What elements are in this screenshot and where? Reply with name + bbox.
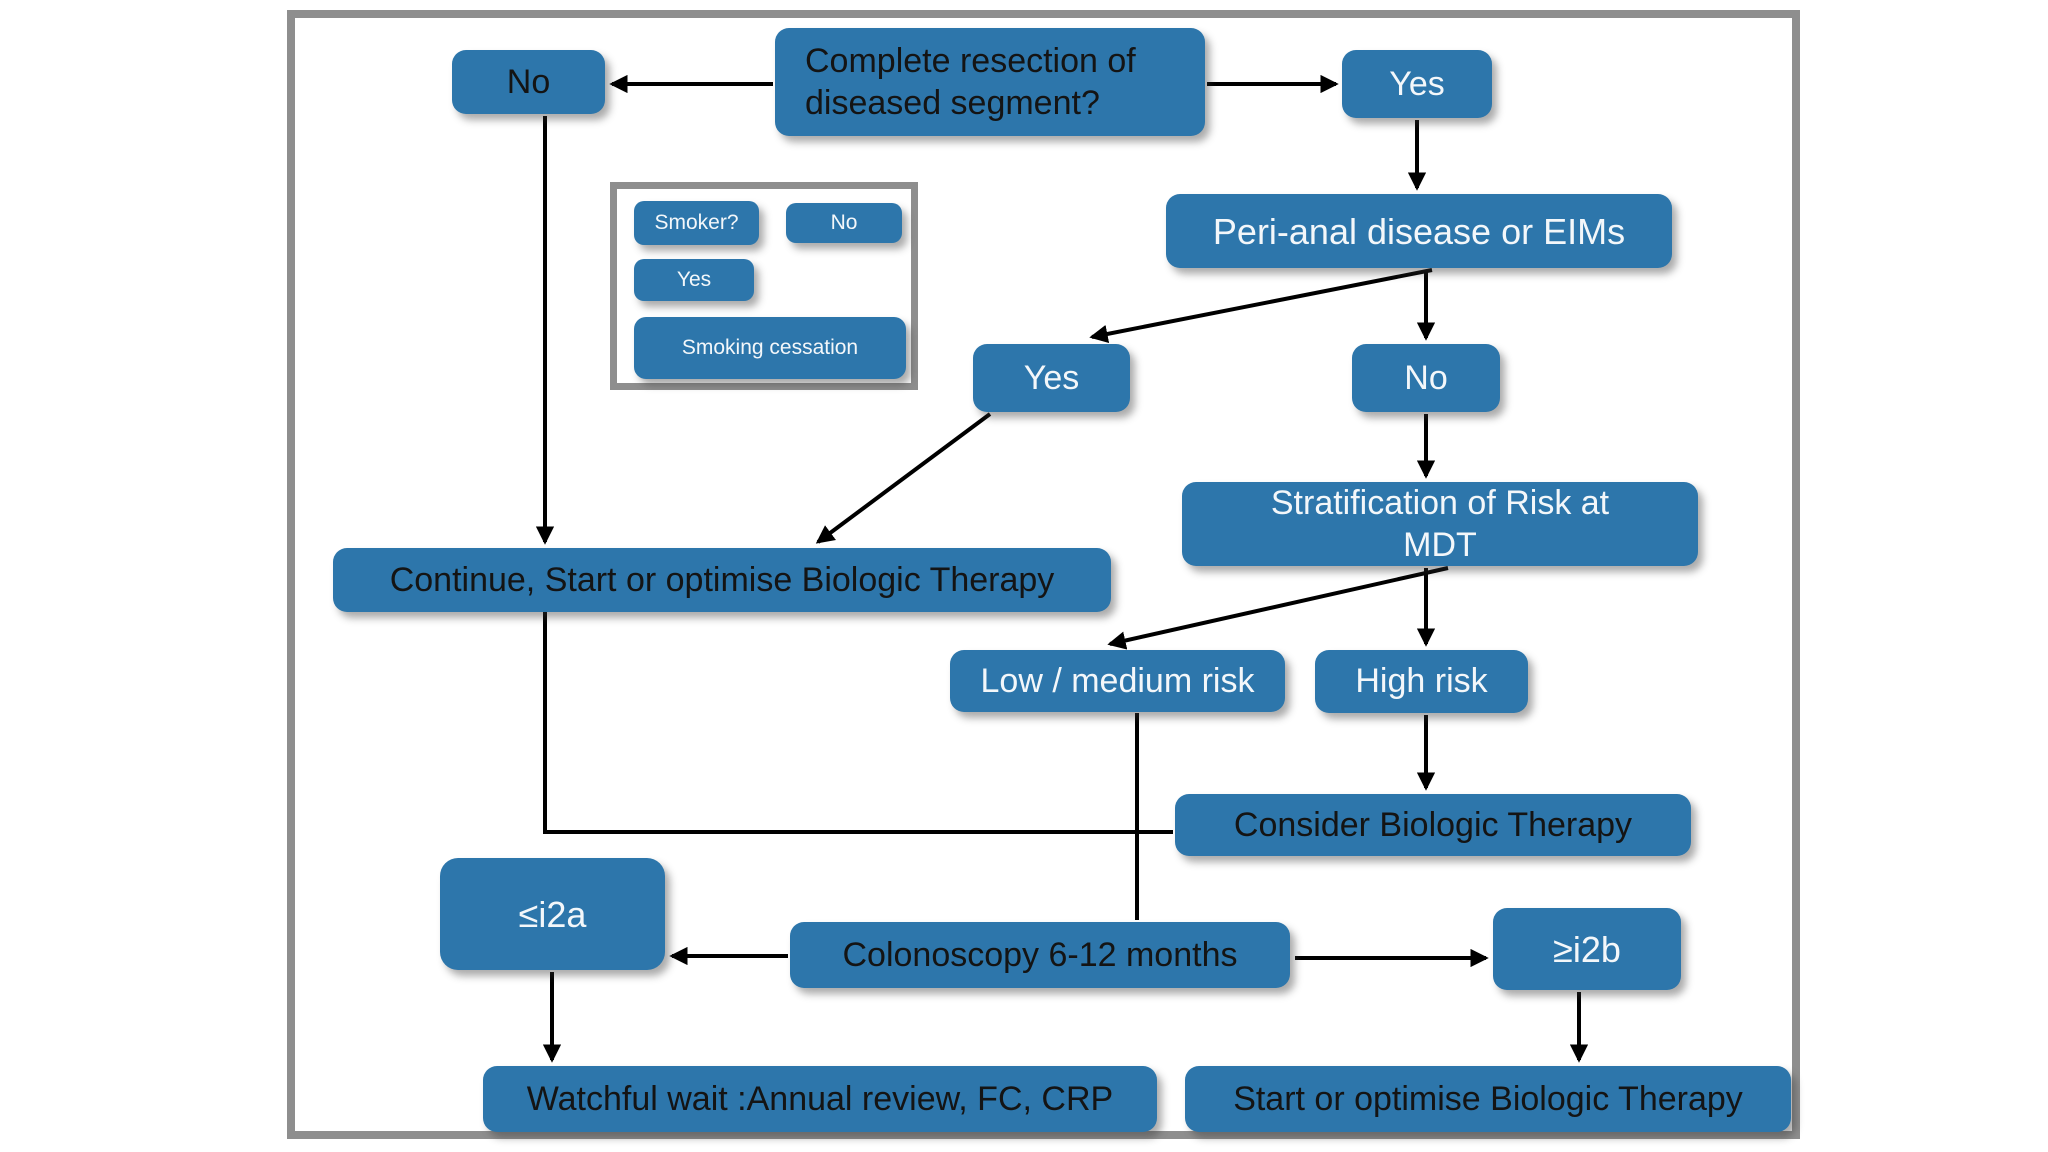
node-smoker: Smoker? (634, 201, 759, 245)
node-no-top: No (452, 50, 605, 114)
node-smoker-yes: Yes (634, 259, 754, 301)
node-smoking-cessation: Smoking cessation (634, 317, 906, 379)
node-start-optimise: Start or optimise Biologic Therapy (1185, 1066, 1791, 1132)
node-continue-start-optimise: Continue, Start or optimise Biologic The… (333, 548, 1111, 612)
node-complete-resection: Complete resection of diseased segment? (775, 28, 1205, 136)
arrow-yesmid-to-continue (815, 412, 992, 544)
arrow-perianal-to-yesmid (1089, 268, 1433, 344)
node-high-risk: High risk (1315, 650, 1528, 713)
node-yes-mid: Yes (973, 344, 1130, 412)
node-perianal-disease: Peri-anal disease or EIMs (1166, 194, 1672, 268)
node-i2b: ≥i2b (1493, 908, 1681, 990)
line-continue-to-consider (543, 612, 1173, 834)
node-i2a: ≤i2a (440, 858, 665, 970)
node-colonoscopy: Colonoscopy 6-12 months (790, 922, 1290, 988)
node-smoker-no: No (786, 203, 902, 243)
node-low-medium-risk: Low / medium risk (950, 650, 1285, 712)
node-watchful-wait: Watchful wait :Annual review, FC, CRP (483, 1066, 1157, 1132)
node-consider-biologic: Consider Biologic Therapy (1175, 794, 1691, 856)
node-stratification-mdt: Stratification of Risk at MDT (1182, 482, 1698, 566)
node-no-mid: No (1352, 344, 1500, 412)
arrow-stratification-to-lowmed (1107, 566, 1449, 650)
node-yes-top: Yes (1342, 50, 1492, 118)
